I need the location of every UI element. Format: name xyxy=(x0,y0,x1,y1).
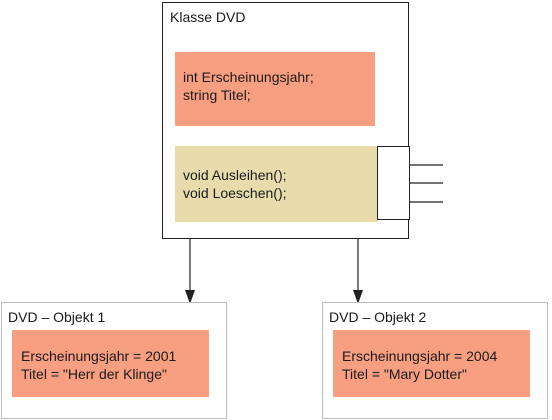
object-fields-panel: Erscheinungsjahr = 2001 Titel = "Herr de… xyxy=(12,330,209,397)
object-box-1: DVD – Objekt 1 Erscheinungsjahr = 2001 T… xyxy=(1,302,227,419)
class-title: Klasse DVD xyxy=(170,9,246,25)
method-line: void Loeschen(); xyxy=(183,185,287,201)
object-title: DVD – Objekt 1 xyxy=(8,309,106,325)
interface-port xyxy=(377,146,410,220)
object-title: DVD – Objekt 2 xyxy=(329,309,427,325)
object-field: Titel = "Mary Dotter" xyxy=(342,366,467,382)
attribute-line: int Erscheinungsjahr; xyxy=(183,69,314,85)
attribute-line: string Titel; xyxy=(183,87,251,103)
methods-panel: void Ausleihen(); void Loeschen(); xyxy=(175,146,378,222)
attributes-panel: int Erscheinungsjahr; string Titel; xyxy=(175,52,375,126)
object-box-2: DVD – Objekt 2 Erscheinungsjahr = 2004 T… xyxy=(322,302,548,419)
object-field: Erscheinungsjahr = 2001 xyxy=(21,348,177,364)
method-line: void Ausleihen(); xyxy=(183,167,287,183)
arrow-head-object-1 xyxy=(185,290,195,304)
object-field: Titel = "Herr der Klinge" xyxy=(21,366,167,382)
object-field: Erscheinungsjahr = 2004 xyxy=(342,348,498,364)
object-fields-panel: Erscheinungsjahr = 2004 Titel = "Mary Do… xyxy=(333,330,530,397)
arrow-head-object-2 xyxy=(353,290,363,304)
